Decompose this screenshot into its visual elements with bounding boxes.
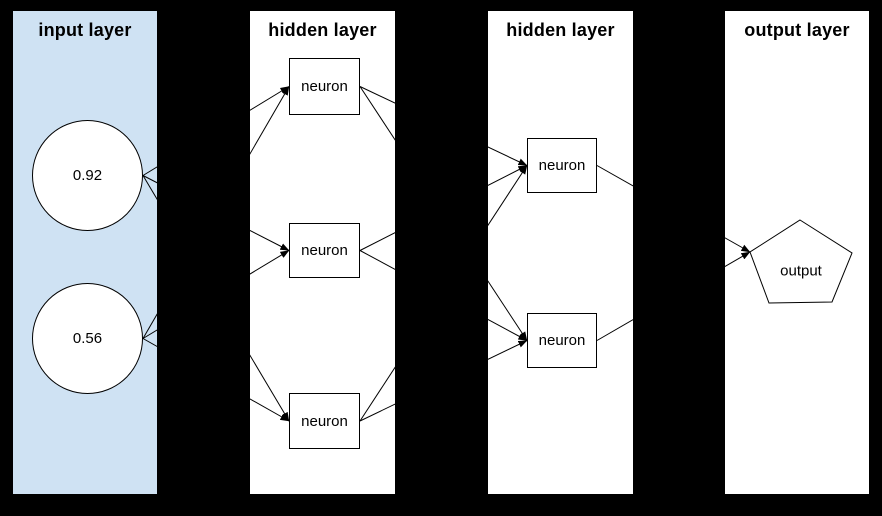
hidden2-neuron-2-label: neuron	[538, 332, 586, 349]
hidden-layer-2-title: hidden layer	[506, 20, 615, 40]
hidden1-neuron-2-label: neuron	[301, 242, 348, 259]
output-node-label: output	[780, 262, 822, 280]
panel-hidden-layer-2: hidden layer	[488, 11, 633, 494]
input-node-2-value: 0.56	[72, 330, 103, 347]
hidden2-neuron-1-label: neuron	[538, 157, 586, 174]
hidden1-neuron-2: neuron	[289, 223, 360, 278]
hidden1-neuron-3: neuron	[289, 393, 360, 449]
panel-input-layer: input layer	[13, 11, 157, 494]
input-node-2: 0.56	[32, 283, 143, 394]
hidden1-neuron-1-label: neuron	[301, 78, 348, 95]
input-layer-title: input layer	[38, 20, 132, 40]
hidden-layer-1-title: hidden layer	[268, 20, 377, 40]
output-layer-title: output layer	[744, 20, 850, 40]
hidden2-neuron-1: neuron	[527, 138, 597, 193]
hidden2-neuron-2: neuron	[527, 313, 597, 368]
input-node-1: 0.92	[32, 120, 143, 231]
hidden1-neuron-1: neuron	[289, 58, 360, 115]
hidden1-neuron-3-label: neuron	[301, 412, 348, 430]
panel-output-layer: output layer	[725, 11, 869, 494]
input-node-1-value: 0.92	[72, 167, 103, 184]
